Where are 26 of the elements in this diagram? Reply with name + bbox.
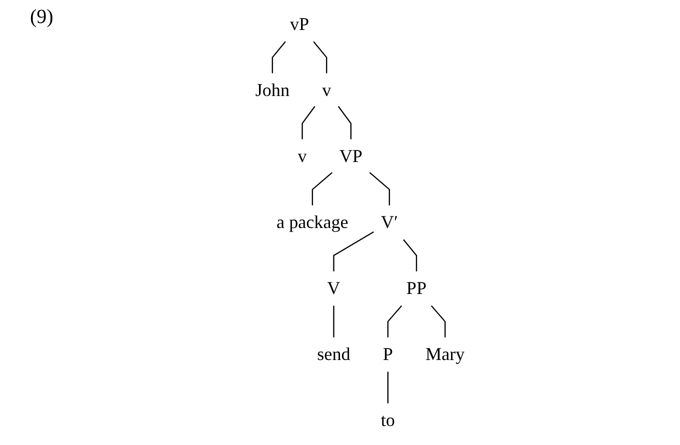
node-text: to — [380, 410, 395, 431]
node-text: Mary — [425, 344, 465, 364]
connector — [387, 372, 388, 404]
connector — [272, 41, 286, 74]
node-text: v — [298, 146, 307, 166]
node-text: PP — [406, 278, 427, 298]
node-text: P — [382, 344, 393, 364]
connector — [403, 239, 418, 272]
connector — [387, 305, 402, 338]
connector — [302, 106, 316, 140]
connector — [312, 172, 332, 206]
connector — [333, 231, 374, 272]
connector — [338, 106, 352, 140]
node-text: vP — [290, 14, 310, 34]
node-text: a package — [276, 212, 348, 232]
node-text: John — [255, 80, 290, 100]
node-text: v — [322, 80, 332, 100]
connector — [333, 306, 334, 338]
node-text: send — [317, 344, 350, 364]
example-number: (9) — [30, 6, 54, 29]
node-text: V — [327, 278, 340, 298]
connector — [369, 172, 390, 206]
connector — [313, 41, 328, 74]
node-text: V′ — [380, 212, 398, 232]
connector — [430, 305, 446, 338]
node-text: VP — [339, 146, 362, 166]
